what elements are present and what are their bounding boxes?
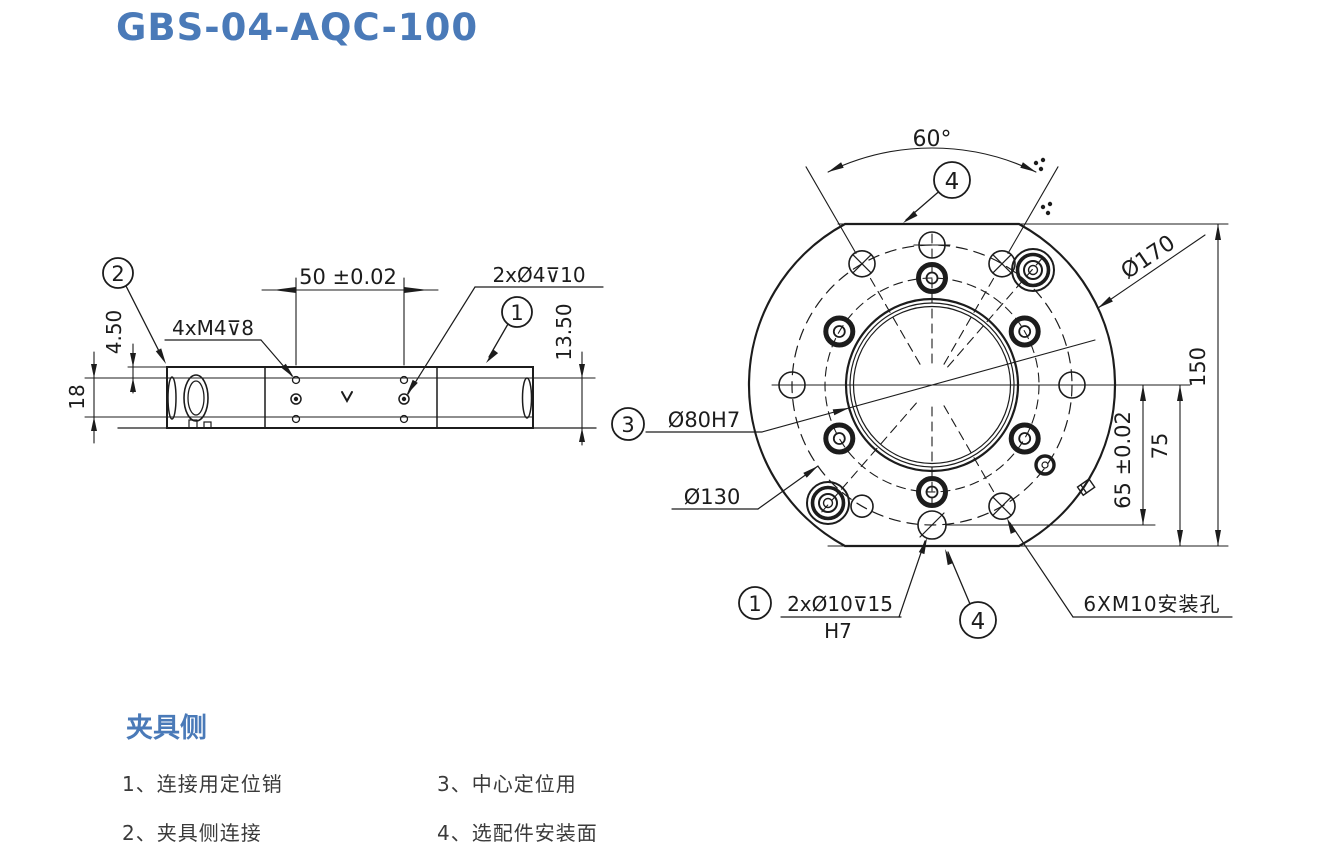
dim-phi170: Ø170 [1097,231,1206,309]
side-view: 50 ±0.02 4xM4⊽8 2xØ4⊽10 4.50 [65,257,604,446]
dim-150-text: 150 [1186,347,1210,387]
dim-18: 18 [65,351,97,444]
balloon-1-flange-text: 1 [748,592,761,616]
dim-65-text: 65 ±0.02 [1111,411,1135,509]
balloon-2-text: 2 [111,262,124,286]
label-m4-text: 4xM4⊽8 [172,316,254,340]
small-ring-hole [1034,454,1056,476]
counterbore-upper-right [1011,248,1055,292]
label-phi4-text: 2xØ4⊽10 [492,263,585,287]
dim-1350: 13.50 [535,303,596,446]
dim-75-text: 75 [1148,433,1172,460]
dim-150: 150 [1186,223,1221,547]
label-phi130-text: Ø130 [684,485,741,509]
socket-screws [823,262,1041,508]
notch [203,421,212,429]
plain-hole-240 [850,494,874,519]
right-end-hole [521,377,533,419]
index-tab [1076,478,1096,497]
label-phi80: 3 Ø80H7 [611,339,1096,441]
legend-item-1: 1、连接用定位销 [122,772,283,796]
left-hole-outer [183,374,209,422]
dim-65: 65 ±0.02 [1111,384,1146,526]
legend-item-2: 2、夹具侧连接 [122,821,262,845]
dim-18-text: 18 [65,384,89,409]
balloon-4-bottom-text: 4 [971,609,986,635]
balloon-2: 2 [102,257,166,364]
crossed-hole-60 [988,249,1016,278]
left-hole-inner [187,380,205,416]
dot-marks [1033,157,1053,216]
notch [188,419,198,429]
legend-item-3: 3、中心定位用 [437,772,577,796]
m10-and-pin-holes [778,231,1086,540]
label-m4: 4xM4⊽8 [164,316,294,378]
pin-hole-bottom [917,510,947,540]
crossed-hole-300 [988,492,1016,521]
page-title: GBS-04-AQC-100 [116,6,479,49]
v-mark [341,391,353,404]
dim-60-text: 60° [913,127,952,152]
label-pin-text: 2xØ10⊽15 [787,592,893,616]
label-pin-fit-text: H7 [824,619,852,643]
balloon-4-top: 4 [903,161,971,223]
flange-view: 60° 4 Ø170 [611,127,1233,643]
dim-60: 60° [805,127,1059,254]
label-m10: 6XM10安装孔 [1007,518,1233,618]
balloon-4-top-text: 4 [945,169,960,195]
crossed-hole-120 [848,249,876,278]
balloon-1-side-text: 1 [510,301,523,325]
counterbore-lower-left [806,481,850,525]
dim-450-text: 4.50 [102,310,126,355]
hole-column-right [398,375,410,424]
left-end-slot [167,376,177,420]
legend-item-4: 4、选配件安装面 [437,821,598,845]
dim-50-text: 50 ±0.02 [299,265,397,289]
balloon-3-text: 3 [621,413,634,437]
label-pin: 1 2xØ10⊽15 H7 [738,538,927,643]
label-phi130: Ø130 [671,465,819,510]
balloon-4-bottom: 4 [945,549,997,639]
dim-phi170-text: Ø170 [1117,231,1180,285]
dim-75: 75 [1148,384,1183,547]
label-phi4: 2xØ4⊽10 [406,263,604,395]
side-view-body [166,366,534,429]
center-spokes [819,233,1045,514]
hole-column-left [290,375,302,424]
balloon-1-side: 1 [486,296,533,363]
dim-50: 50 ±0.02 [261,265,439,366]
label-phi80-text: Ø80H7 [668,408,740,432]
legend-heading: 夹具侧 [126,713,207,744]
label-m10-text: 6XM10安装孔 [1083,592,1220,616]
dim-450: 4.50 [102,310,136,394]
dim-1350-text: 13.50 [552,303,576,360]
